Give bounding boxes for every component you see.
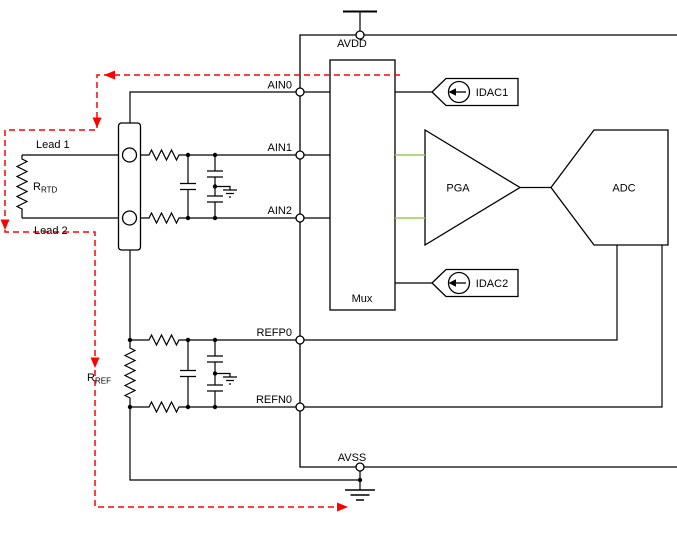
adc-label: ADC [612,183,635,195]
junction-dot [185,404,191,410]
ref-resistor [123,340,137,407]
junction-dot [185,152,191,158]
ground-icon-main [345,489,375,501]
current-arrow-icon [0,219,10,230]
filter-resistor-refp0 [146,333,182,347]
current-arrow-icon [337,502,348,512]
filter-resistor-refn0 [146,400,182,414]
refn0-label: REFN0 [256,394,292,406]
avdd-label: AVDD [337,38,367,50]
ref-label-base: R [87,372,95,384]
junction-dot [127,404,133,410]
refp0-wire [130,245,618,341]
junction-dot [185,215,191,221]
wires [15,10,663,501]
avss-label: AVSS [338,452,367,464]
connector-body [117,122,142,251]
junction-dot [212,215,218,221]
idac2-label: IDAC2 [476,278,508,290]
idac1-arrowhead-icon [448,88,456,96]
rtd-resistor [15,155,29,218]
pin-refn0 [295,402,305,412]
pin-ain1 [295,150,305,160]
pin-ain0 [295,87,305,97]
junction-dot [185,337,191,343]
ground-icon-ref-filter [215,372,237,385]
ref-resistor-label: RREF [87,372,111,386]
ain0-wire [129,91,300,123]
ain2-label: AIN2 [268,205,292,217]
rtd-resistor-label: RRTD [33,181,57,195]
lead2-label: Lead 2 [34,225,68,237]
idac1-source [431,77,519,107]
junction-dot [212,184,218,189]
excitation-current-loop [0,70,400,512]
junction-dot [127,337,133,343]
pga-block [424,128,522,247]
adc-chip-outline [299,34,677,468]
pin-avss [355,462,365,472]
pin-ain2 [295,213,305,223]
junction-dot [357,477,363,483]
ground-icon-ain-filter [215,185,237,198]
current-arrow-icon [90,357,100,368]
junction-dot [212,404,218,410]
rtd-label-sub: RTD [41,186,58,195]
connector-terminal-top [121,147,138,163]
adc-block [550,129,669,246]
diff-capacitor-ref [180,340,196,407]
filter-resistor-ain2 [146,211,182,225]
pin-refp0 [295,335,305,345]
current-arrow-icon [92,117,102,128]
junction-dot [212,337,218,343]
diff-capacitor-ain [180,155,196,218]
pin-avdd [355,30,365,40]
idac2-source [431,268,519,298]
refn0-wire [130,245,663,408]
ain1-label: AIN1 [268,142,292,154]
ain0-label: AIN0 [268,80,292,92]
idac1-label: IDAC1 [476,87,508,99]
mux-block [329,59,396,311]
ref-return-wire [129,407,360,481]
filter-resistor-ain1 [146,148,182,162]
pga-label: PGA [446,183,470,195]
refp0-label: REFP0 [257,327,292,339]
current-arrow-icon [104,70,115,80]
connector-terminal-bottom [121,210,138,226]
ref-label-sub: REF [95,377,111,386]
junction-dots [127,152,363,483]
mux-label: Mux [352,293,373,305]
junction-dot [212,371,218,376]
lead1-label: Lead 1 [36,139,70,151]
junction-dot [212,152,218,158]
mux-to-pga-highlight [395,154,425,219]
rtd-label-base: R [33,181,41,193]
excitation-current-path [4,74,400,508]
idac2-arrowhead-icon [448,279,456,287]
chip-pins [295,30,365,472]
excitation-current-arrows [0,70,348,512]
